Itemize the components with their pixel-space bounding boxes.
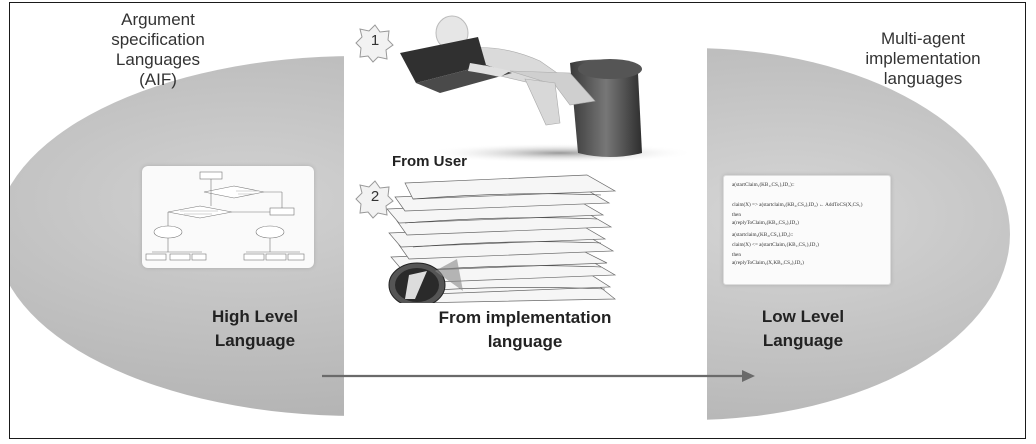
code-thumbnail-icon: a(startClaim₁(KB₁,CS₁),ID₁):: claim(X) =… — [723, 175, 891, 285]
high-level-language-label: High Level Language — [212, 307, 298, 350]
paper-stack-icon — [386, 174, 617, 303]
person-at-laptop-icon — [400, 15, 695, 163]
diagram-frame: Argument specification Languages (AIF) M… — [9, 2, 1026, 439]
low-level-language-label: Low Level Language — [761, 307, 845, 350]
step-badge-1: 1 — [355, 23, 395, 63]
from-user-label: From User — [392, 153, 468, 170]
step-badge-2: 2 — [355, 179, 395, 219]
argument-spec-label: Argument specification Languages (AIF) — [111, 10, 205, 89]
multi-agent-label: Multi-agent implementation languages — [865, 29, 981, 88]
from-implementation-label: From implementation language — [438, 308, 612, 351]
flowchart-thumbnail-icon — [142, 166, 314, 268]
transformation-arrow — [322, 370, 755, 382]
